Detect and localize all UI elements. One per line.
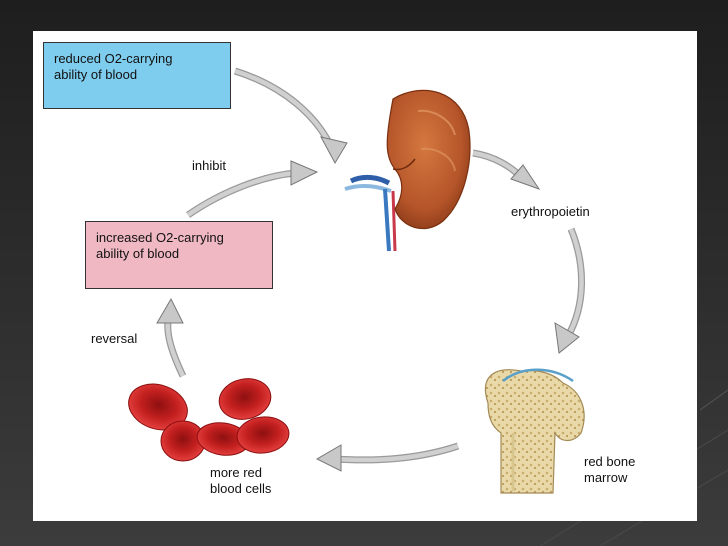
more-red-cells-line1: more red: [210, 465, 263, 480]
kidney-illustration: [344, 89, 471, 252]
diagram-panel: reduced O2-carrying ability of blood inc…: [33, 31, 697, 521]
reduced-oxygen-box: reduced O2-carrying ability of blood: [43, 42, 231, 109]
inhibit-label: inhibit: [192, 158, 226, 173]
red-bone-marrow-line1: red bone: [584, 454, 636, 469]
reversal-label: reversal: [91, 331, 138, 346]
arrow-kidney-to-erythropoietin: [472, 149, 541, 190]
arrow-inhibit: [186, 160, 319, 218]
more-red-blood-cells-label: more red blood cells: [210, 465, 310, 497]
arrow-reduced-to-kidney: [233, 67, 348, 165]
increased-oxygen-box: increased O2-carrying ability of blood: [85, 221, 273, 289]
reduced-oxygen-line2: ability of blood: [54, 67, 138, 82]
increased-oxygen-line2: ability of blood: [96, 246, 180, 261]
red-bone-marrow-label: red bone marrow: [584, 454, 674, 486]
red-blood-cells-illustration: [128, 378, 290, 462]
arrow-bone-to-cells: [315, 442, 460, 472]
arrow-erythropoietin-to-bone: [554, 227, 586, 354]
red-bone-marrow-line2: marrow: [584, 470, 628, 485]
increased-oxygen-line1: increased O2-carrying: [96, 230, 224, 245]
erythropoietin-label: erythropoietin: [511, 204, 590, 219]
reduced-oxygen-line1: reduced O2-carrying: [54, 51, 173, 66]
diagram-artwork: [128, 67, 586, 494]
arrow-reversal: [156, 297, 187, 378]
bone-marrow-illustration: [484, 368, 585, 494]
more-red-cells-line2: blood cells: [210, 481, 272, 496]
